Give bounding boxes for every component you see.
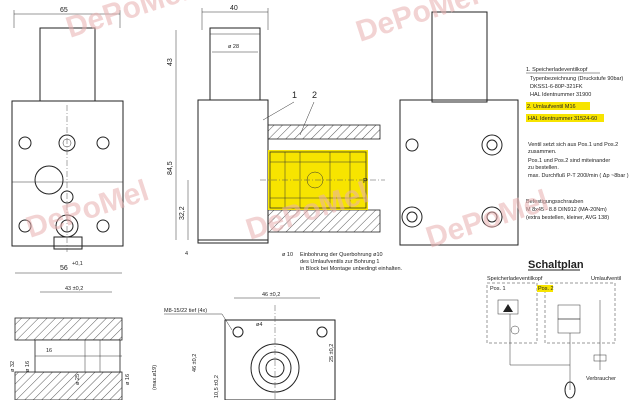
section-view-middle: 40 43 84,5 32,2 4 ø 28 1 2 P <box>167 5 403 272</box>
note5: max. Durchfluß P-T 200l/min ( Δp ~8bar ) <box>528 173 629 179</box>
item2-title: 2. Umlaufventil M16 <box>527 104 576 110</box>
schematic-head-label: Speicherladeventilkopf <box>487 276 543 282</box>
watermark-3: DePoMel <box>22 174 153 245</box>
port-face-view: M8-15/22 tief (4x) 46 ±0,2 ø4 46 ±0,2 10… <box>164 292 336 400</box>
schematic-title: Schaltplan <box>528 259 584 271</box>
note-bore-line1: Einbohrung der Querbohrung ø10 <box>300 252 383 258</box>
watermark-2: DePoMel <box>352 0 483 49</box>
port-p-label: P <box>363 178 368 185</box>
part-label-2: 2 <box>312 90 317 100</box>
dim-dia-16: ø 16 <box>25 361 31 372</box>
highlight-item2-line1 <box>526 114 604 122</box>
dim-56: 56 <box>60 265 68 272</box>
thread-note: M8-15/22 tief (4x) <box>164 308 207 314</box>
item1-title: 1. Speicherladeventilkopf <box>526 67 588 73</box>
dim-43: 43 <box>167 58 174 66</box>
dim-25-right: 25 ±0,2 <box>329 344 335 362</box>
dim-dia-10: ø 10 <box>282 252 293 258</box>
dim-56-tol: +0,1 <box>72 261 83 267</box>
item1-line1: Typenbezeichnung (Druckstufe 90bar) <box>530 76 623 82</box>
dim-32-2: 32,2 <box>179 206 186 220</box>
hydraulic-schematic: Schaltplan Speicherladeventilkopf Umlauf… <box>486 259 621 399</box>
section-view-bottom-left: 56 +0,1 43 ±0,2 16 ø 32 ø 16 ø 25 ø 16 (… <box>10 261 158 400</box>
dim-43-tol: 43 ±0,2 <box>65 286 83 292</box>
schematic-pos1-label: Pos. 1 <box>490 286 506 292</box>
front-view-left: 65 <box>11 7 124 252</box>
dim-max-19: (max.ø19) <box>152 365 158 390</box>
note2: zusammen. <box>528 149 557 155</box>
dim-84-5: 84,5 <box>167 161 174 175</box>
schematic-pos2-label: Pos. 2 <box>538 286 554 292</box>
dim-dia-32: ø 32 <box>10 361 16 372</box>
dim-46-left: 46 ±0,2 <box>192 354 198 372</box>
schematic-bypass-label: Umlaufventil <box>591 276 621 282</box>
side-view-right <box>399 11 519 246</box>
note7: M 8x45 - 8.8 DIN912 (MA-20Nm) <box>526 207 607 213</box>
watermark-5: DePoMel <box>422 184 553 255</box>
item1-line3: HAL Identnummer 31900 <box>530 92 591 98</box>
dim-40: 40 <box>230 5 238 12</box>
highlight-pos2 <box>537 285 553 292</box>
note6: Befestigungsschrauben <box>526 199 583 205</box>
item1-line2: DKSS1-6-80P-321FK <box>530 84 583 90</box>
part-label-1: 1 <box>292 90 297 100</box>
note-bore-line2: des Umlaufventils zur Bohrung 1 <box>300 259 379 265</box>
note1: Ventil setzt sich aus Pos.1 und Pos.2 <box>528 142 618 148</box>
parts-list: 1. Speicherladeventilkopf Typenbezeichnu… <box>526 67 629 221</box>
note3: Pos.1 und Pos.2 sind miteinander <box>528 158 610 164</box>
dim-16: 16 <box>46 348 52 354</box>
item2-line1: HAL Identnummer 31524-60 <box>528 116 597 122</box>
dim-dia-4: ø4 <box>256 322 262 328</box>
dim-10-5: 10,5 ±0,2 <box>214 375 220 398</box>
note4: zu bestellen. <box>528 165 559 171</box>
dim-4: 4 <box>185 251 188 257</box>
dim-65: 65 <box>60 7 68 14</box>
watermark-1: DePoMel <box>62 0 193 45</box>
schematic-consumer-label: Verbraucher <box>586 376 616 382</box>
dim-46-top: 46 ±0,2 <box>262 292 280 298</box>
note-bore-line3: in Block bei Montage unbedingt einhalten… <box>300 266 403 272</box>
highlight-item2-title <box>526 102 590 110</box>
note8: (extra bestellen, kleiner, AVG 138) <box>526 215 609 221</box>
dim-dia-25: ø 25 <box>75 374 81 385</box>
dim-dia-16b: ø 16 <box>125 374 131 385</box>
dim-dia-28: ø 28 <box>228 44 239 50</box>
